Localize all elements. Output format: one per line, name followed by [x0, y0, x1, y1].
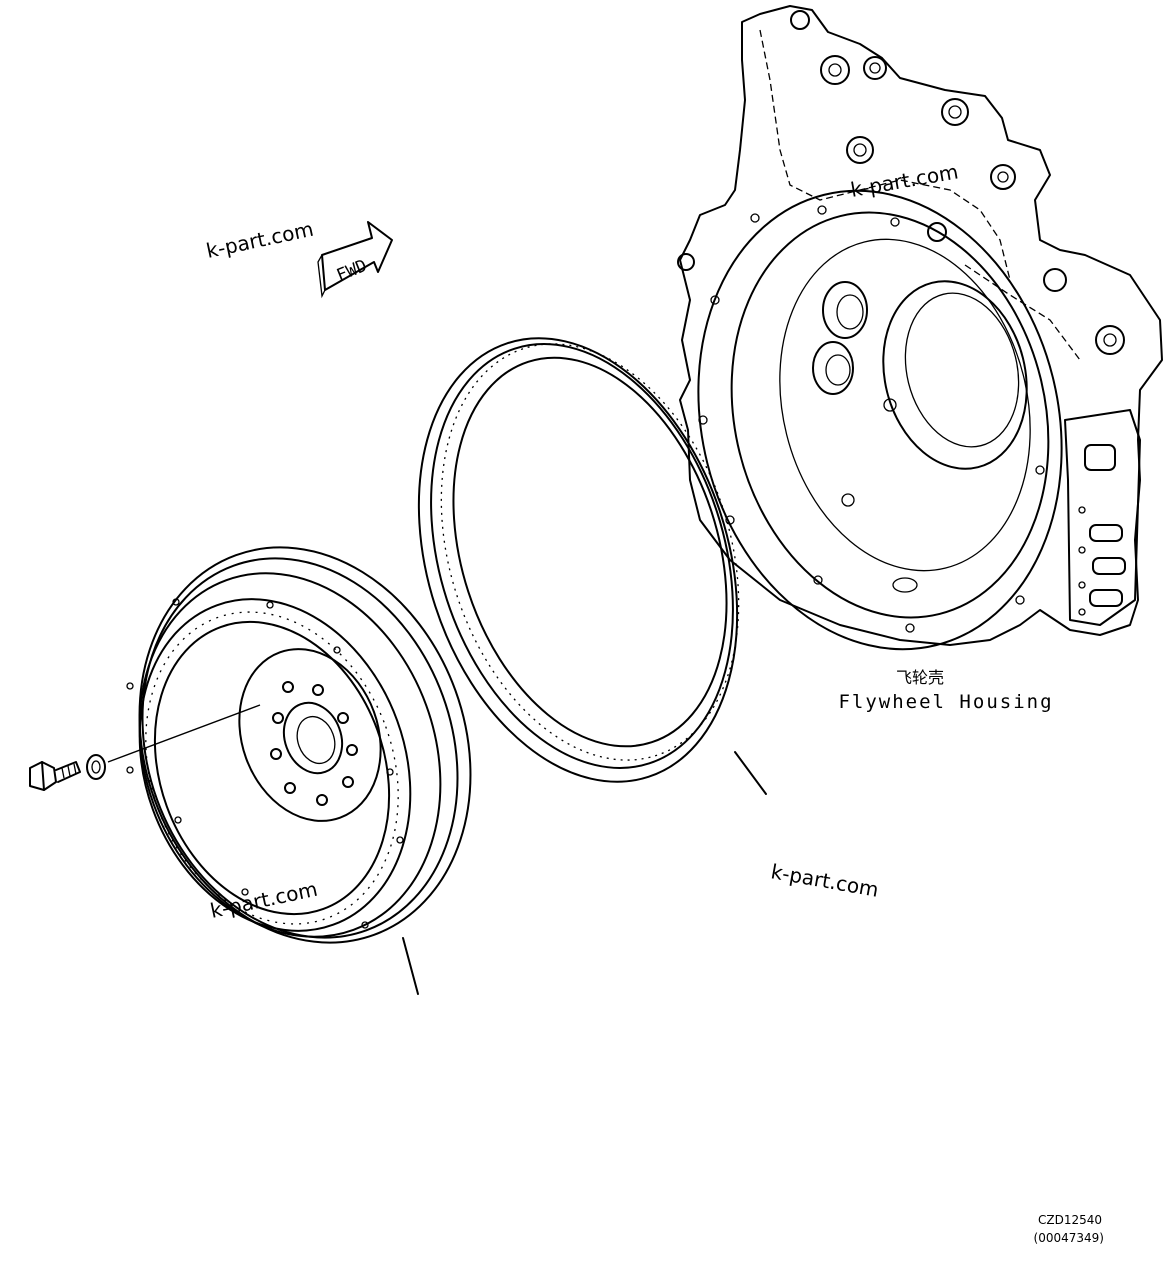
- watermark: k-part.com: [769, 859, 880, 902]
- housing-label-english: Flywheel Housing: [838, 691, 1053, 713]
- ring-gear: [417, 337, 740, 783]
- watermark: k-part.com: [204, 217, 316, 263]
- figure-reference: (00047349): [1034, 1231, 1104, 1245]
- flywheel-leader: [402, 937, 419, 995]
- ring-gear-leader: [734, 751, 767, 795]
- watermark: k-part.com: [849, 159, 960, 202]
- watermark: k-part.com: [208, 877, 320, 923]
- bolt-and-washer: [29, 704, 261, 791]
- housing-label-chinese: 飞轮壳: [896, 668, 944, 687]
- flywheel: [126, 546, 472, 944]
- forward-direction-arrow: FWD: [317, 221, 393, 299]
- figure-code: CZD12540: [1038, 1213, 1102, 1227]
- fwd-label: FWD: [334, 256, 370, 286]
- flywheel-housing: [677, 5, 1163, 651]
